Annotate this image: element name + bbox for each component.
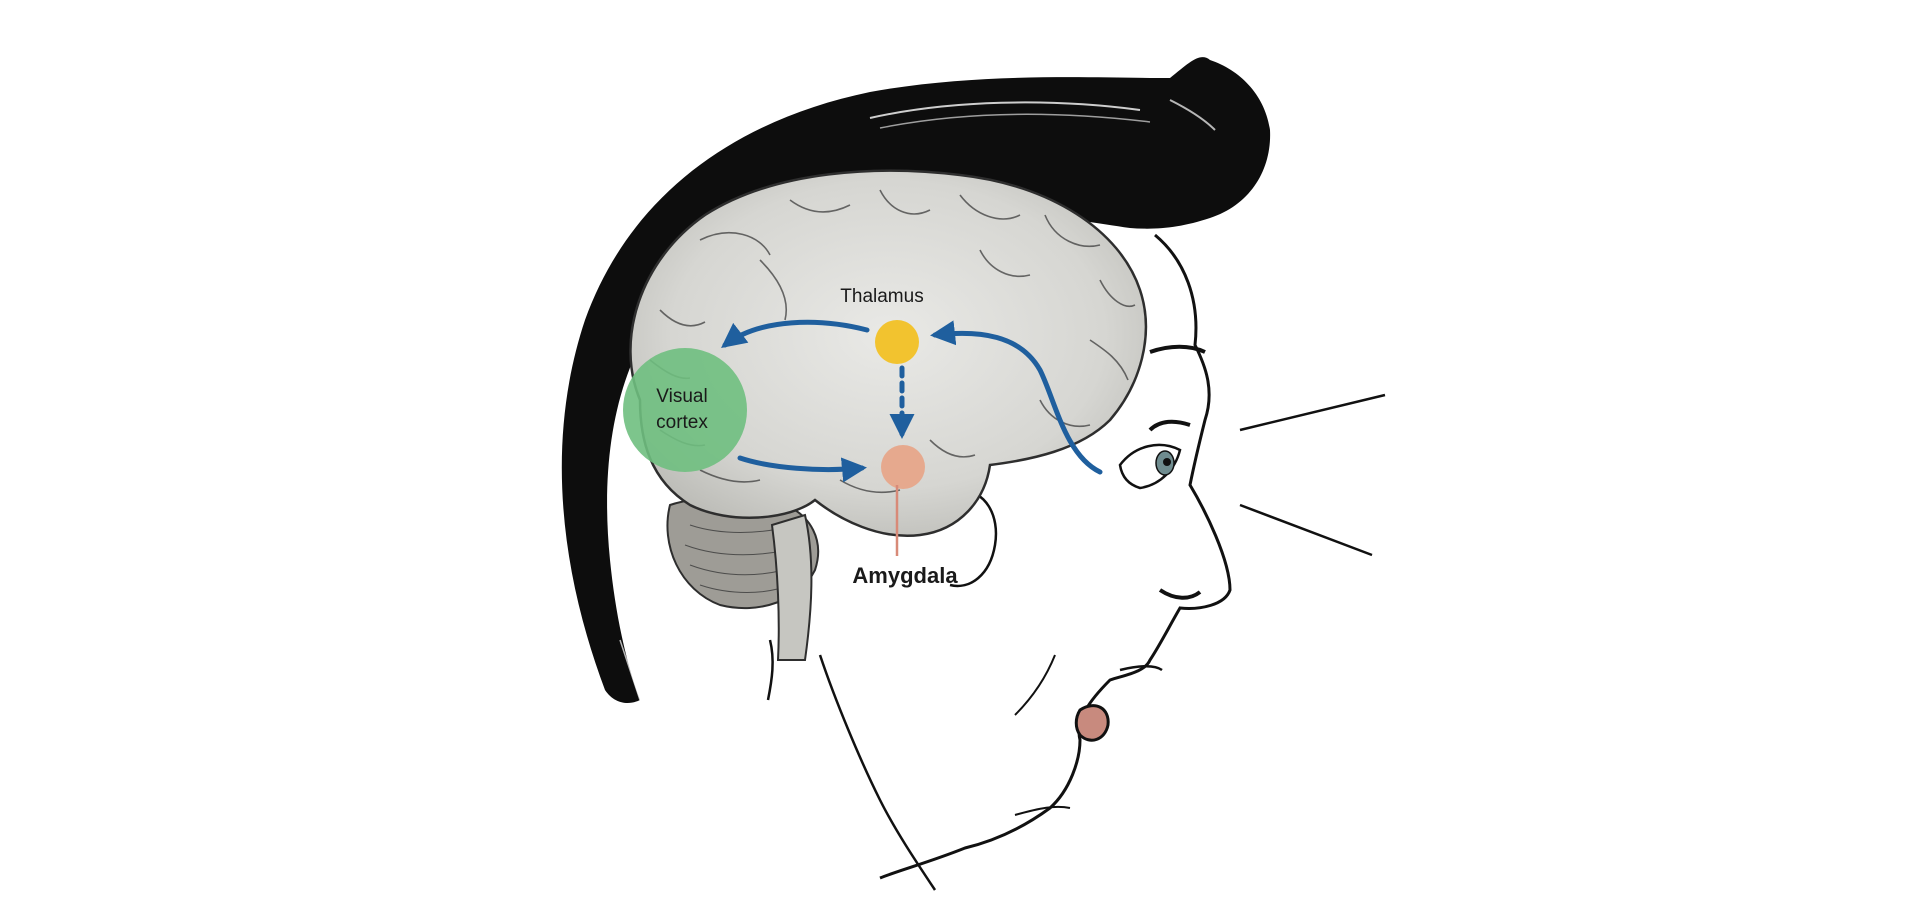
cheek-line [1014, 654, 1056, 716]
neck-line [818, 654, 937, 891]
chin-crease [1014, 805, 1071, 816]
nostril [1158, 588, 1202, 600]
thalamus-label: Thalamus [840, 286, 923, 307]
visual-cortex-label-line2: cortex [656, 412, 708, 433]
mouth [1074, 704, 1110, 742]
eye-icon [1118, 344, 1206, 490]
visual-cortex-region: Visual cortex [623, 348, 747, 472]
visual-cortex-label-line1: Visual [656, 386, 707, 407]
amygdala-node: Amygdala [852, 445, 958, 588]
amygdala-label: Amygdala [852, 563, 958, 588]
back-neck-line [766, 639, 774, 701]
face-outline [879, 233, 1232, 880]
sight-lines [1239, 393, 1386, 557]
neural-pathways [721, 319, 1103, 483]
brain-stem [770, 513, 813, 661]
thalamus-to-cortex-arrow [721, 319, 870, 349]
cortex-to-amygdala-arrow [737, 455, 867, 483]
eye-to-thalamus-arrow [930, 320, 1103, 475]
thalamus-node: Thalamus [840, 286, 924, 364]
lip-line [1119, 665, 1163, 672]
